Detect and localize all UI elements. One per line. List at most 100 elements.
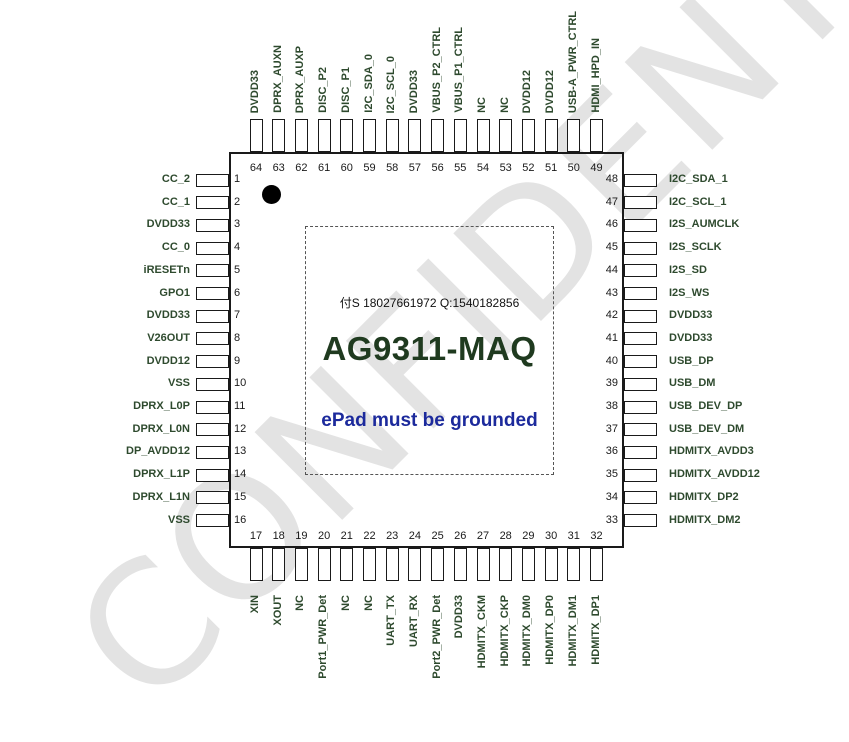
pin-label: GPO1 <box>159 286 190 299</box>
pin-label: DPRX_L0P <box>133 400 190 412</box>
pin-lead <box>196 241 229 255</box>
pin-lead <box>363 119 376 152</box>
pin-label: HDMITX_DM1 <box>566 595 579 667</box>
pin-lead <box>196 491 229 505</box>
pin-label: DPRX_L1N <box>132 490 190 503</box>
pinout-diagram: CONFIDENTIAL 付S 18027661972 Q:1540182856… <box>38 0 849 742</box>
pin-number: 55 <box>454 162 467 174</box>
pin-label: DPRX_L1P <box>133 468 190 481</box>
pin-lead <box>340 548 354 581</box>
pin-number: 26 <box>454 530 467 542</box>
pin-number: 41 <box>605 331 618 344</box>
pin-lead <box>590 119 603 152</box>
exposed-pad <box>305 226 554 475</box>
pin-label: NC <box>476 97 488 113</box>
pin-number: 12 <box>234 422 247 435</box>
pin-number: 62 <box>295 162 308 174</box>
pin-lead <box>196 264 229 278</box>
pin-number: 54 <box>476 162 490 174</box>
chip-body <box>229 152 624 548</box>
pin-lead <box>624 355 657 369</box>
pin-number: 4 <box>234 241 241 254</box>
pin-lead <box>408 548 422 581</box>
pin-number: 27 <box>476 530 490 542</box>
pin-lead <box>476 548 490 581</box>
pin-label: HDMI_HPD_IN <box>589 38 602 113</box>
pin-lead <box>624 445 657 459</box>
pin-number: 23 <box>386 530 399 542</box>
pin-number: 36 <box>605 445 618 458</box>
pin-lead <box>431 119 445 152</box>
pin-number: 47 <box>605 195 618 208</box>
pin-label: USB_DM <box>669 377 716 390</box>
pin-label: DVDD12 <box>146 354 190 367</box>
pin-number: 14 <box>234 468 247 481</box>
pin-lead <box>499 119 513 152</box>
pin-label: VBUS_P1_CTRL <box>453 27 466 113</box>
pin-lead <box>294 119 308 152</box>
pin-number: 7 <box>234 309 241 322</box>
pin-lead <box>196 355 229 369</box>
pin-lead <box>272 548 286 581</box>
pin-lead <box>385 119 399 152</box>
pin-label: NC <box>294 595 307 611</box>
pin-label: HDMITX_CKM <box>476 595 488 669</box>
pin-number: 11 <box>234 400 246 412</box>
pin-label: NC <box>362 595 375 611</box>
pin-number: 28 <box>499 530 512 542</box>
pin-label: iRESETn <box>143 263 190 276</box>
pin-label: USB_DEV_DM <box>669 422 745 435</box>
pin-label: DVDD33 <box>146 309 190 322</box>
pin-lead <box>624 491 657 505</box>
pin-number: 15 <box>234 490 247 503</box>
pin-label: DVDD12 <box>521 69 534 113</box>
pin-lead <box>196 445 229 459</box>
pin-label: Port1_PWR_Det <box>317 595 330 679</box>
pin-label: DISC_P2 <box>317 67 330 113</box>
pin-lead <box>196 423 229 437</box>
pin-number: 58 <box>386 162 399 174</box>
pin-lead <box>196 332 229 346</box>
pin-lead <box>249 548 263 581</box>
pin-lead <box>624 514 657 527</box>
pin-label: HDMITX_DM0 <box>521 595 534 667</box>
pin-lead <box>196 309 229 323</box>
pin-label: USB_DEV_DP <box>669 400 743 412</box>
pin-label: VSS <box>167 377 190 390</box>
pin-lead <box>624 287 657 300</box>
pin-label: I2S_WS <box>669 286 710 299</box>
pin-lead <box>624 400 657 414</box>
pin-lead <box>196 468 229 482</box>
pin-lead <box>624 218 657 232</box>
pin-number: 22 <box>363 530 376 542</box>
pin-lead <box>317 119 331 152</box>
pin-number: 19 <box>295 530 308 542</box>
pin-lead <box>624 377 657 391</box>
pin-lead <box>196 514 229 527</box>
pin-lead <box>196 218 229 232</box>
pin-number: 24 <box>408 530 422 542</box>
pin-label: HDMITX_DM2 <box>669 513 741 526</box>
pin-number: 34 <box>605 490 618 503</box>
pin-lead <box>453 119 467 152</box>
pin-label: VSS <box>167 513 190 526</box>
pin-label: DPRX_AUXP <box>294 45 307 113</box>
pin-number: 46 <box>605 218 618 231</box>
pin-number: 13 <box>234 445 247 458</box>
pin-label: DVDD33 <box>407 69 420 113</box>
pin-lead <box>431 548 445 581</box>
pin-lead <box>317 548 331 581</box>
pin-lead <box>624 309 657 323</box>
pin-number: 29 <box>522 530 535 542</box>
pin-lead <box>521 548 535 581</box>
pin-number: 63 <box>272 162 285 174</box>
pin-number: 51 <box>544 162 558 174</box>
pin-number: 57 <box>408 162 422 174</box>
pin-label: I2S_SCLK <box>669 241 722 254</box>
pin-label: HDMITX_DP1 <box>589 595 602 665</box>
pin-lead <box>196 400 229 414</box>
pin-number: 6 <box>234 286 241 299</box>
pin-number: 17 <box>249 530 263 542</box>
pin-number: 60 <box>340 162 353 174</box>
pin-number: 53 <box>499 162 512 174</box>
